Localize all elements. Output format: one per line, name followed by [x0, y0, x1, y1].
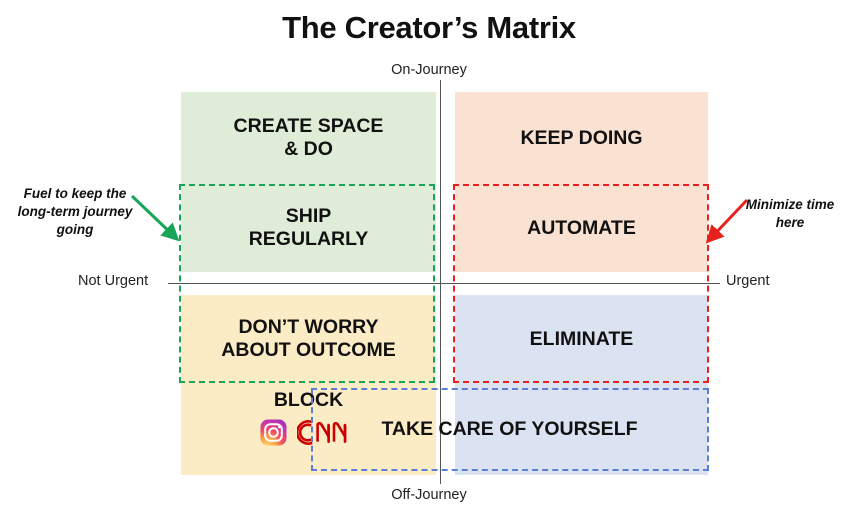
instagram-logo-icon	[260, 419, 287, 452]
highlight-box-green	[179, 184, 435, 383]
highlight-box-red	[453, 184, 709, 383]
axis-label-not-urgent: Not Urgent	[78, 273, 149, 289]
cnn-logo-icon	[295, 419, 357, 452]
cell-block: BLOCK	[181, 383, 436, 475]
highlight-box-blue	[311, 388, 709, 471]
cell-eliminate: ELIMINATE	[455, 295, 708, 383]
vertical-axis-line	[440, 80, 441, 484]
cell-automate: AUTOMATE	[455, 184, 708, 272]
cell-take-care-of-yourself-bg	[455, 383, 708, 475]
axis-label-off-journey: Off-Journey	[391, 487, 467, 503]
axis-label-on-journey: On-Journey	[391, 62, 467, 78]
cell-block-label: BLOCK	[273, 389, 344, 411]
green-arrow-icon	[130, 194, 180, 242]
red-arrow-icon	[705, 198, 749, 244]
cell-create-space-and-do: CREATE SPACE& DO	[181, 92, 436, 184]
cell-keep-doing: KEEP DOING	[455, 92, 708, 184]
page-title: The Creator’s Matrix	[282, 10, 576, 45]
axis-label-urgent: Urgent	[726, 273, 770, 289]
horizontal-axis-line	[168, 283, 720, 284]
block-logo-row	[260, 419, 357, 452]
